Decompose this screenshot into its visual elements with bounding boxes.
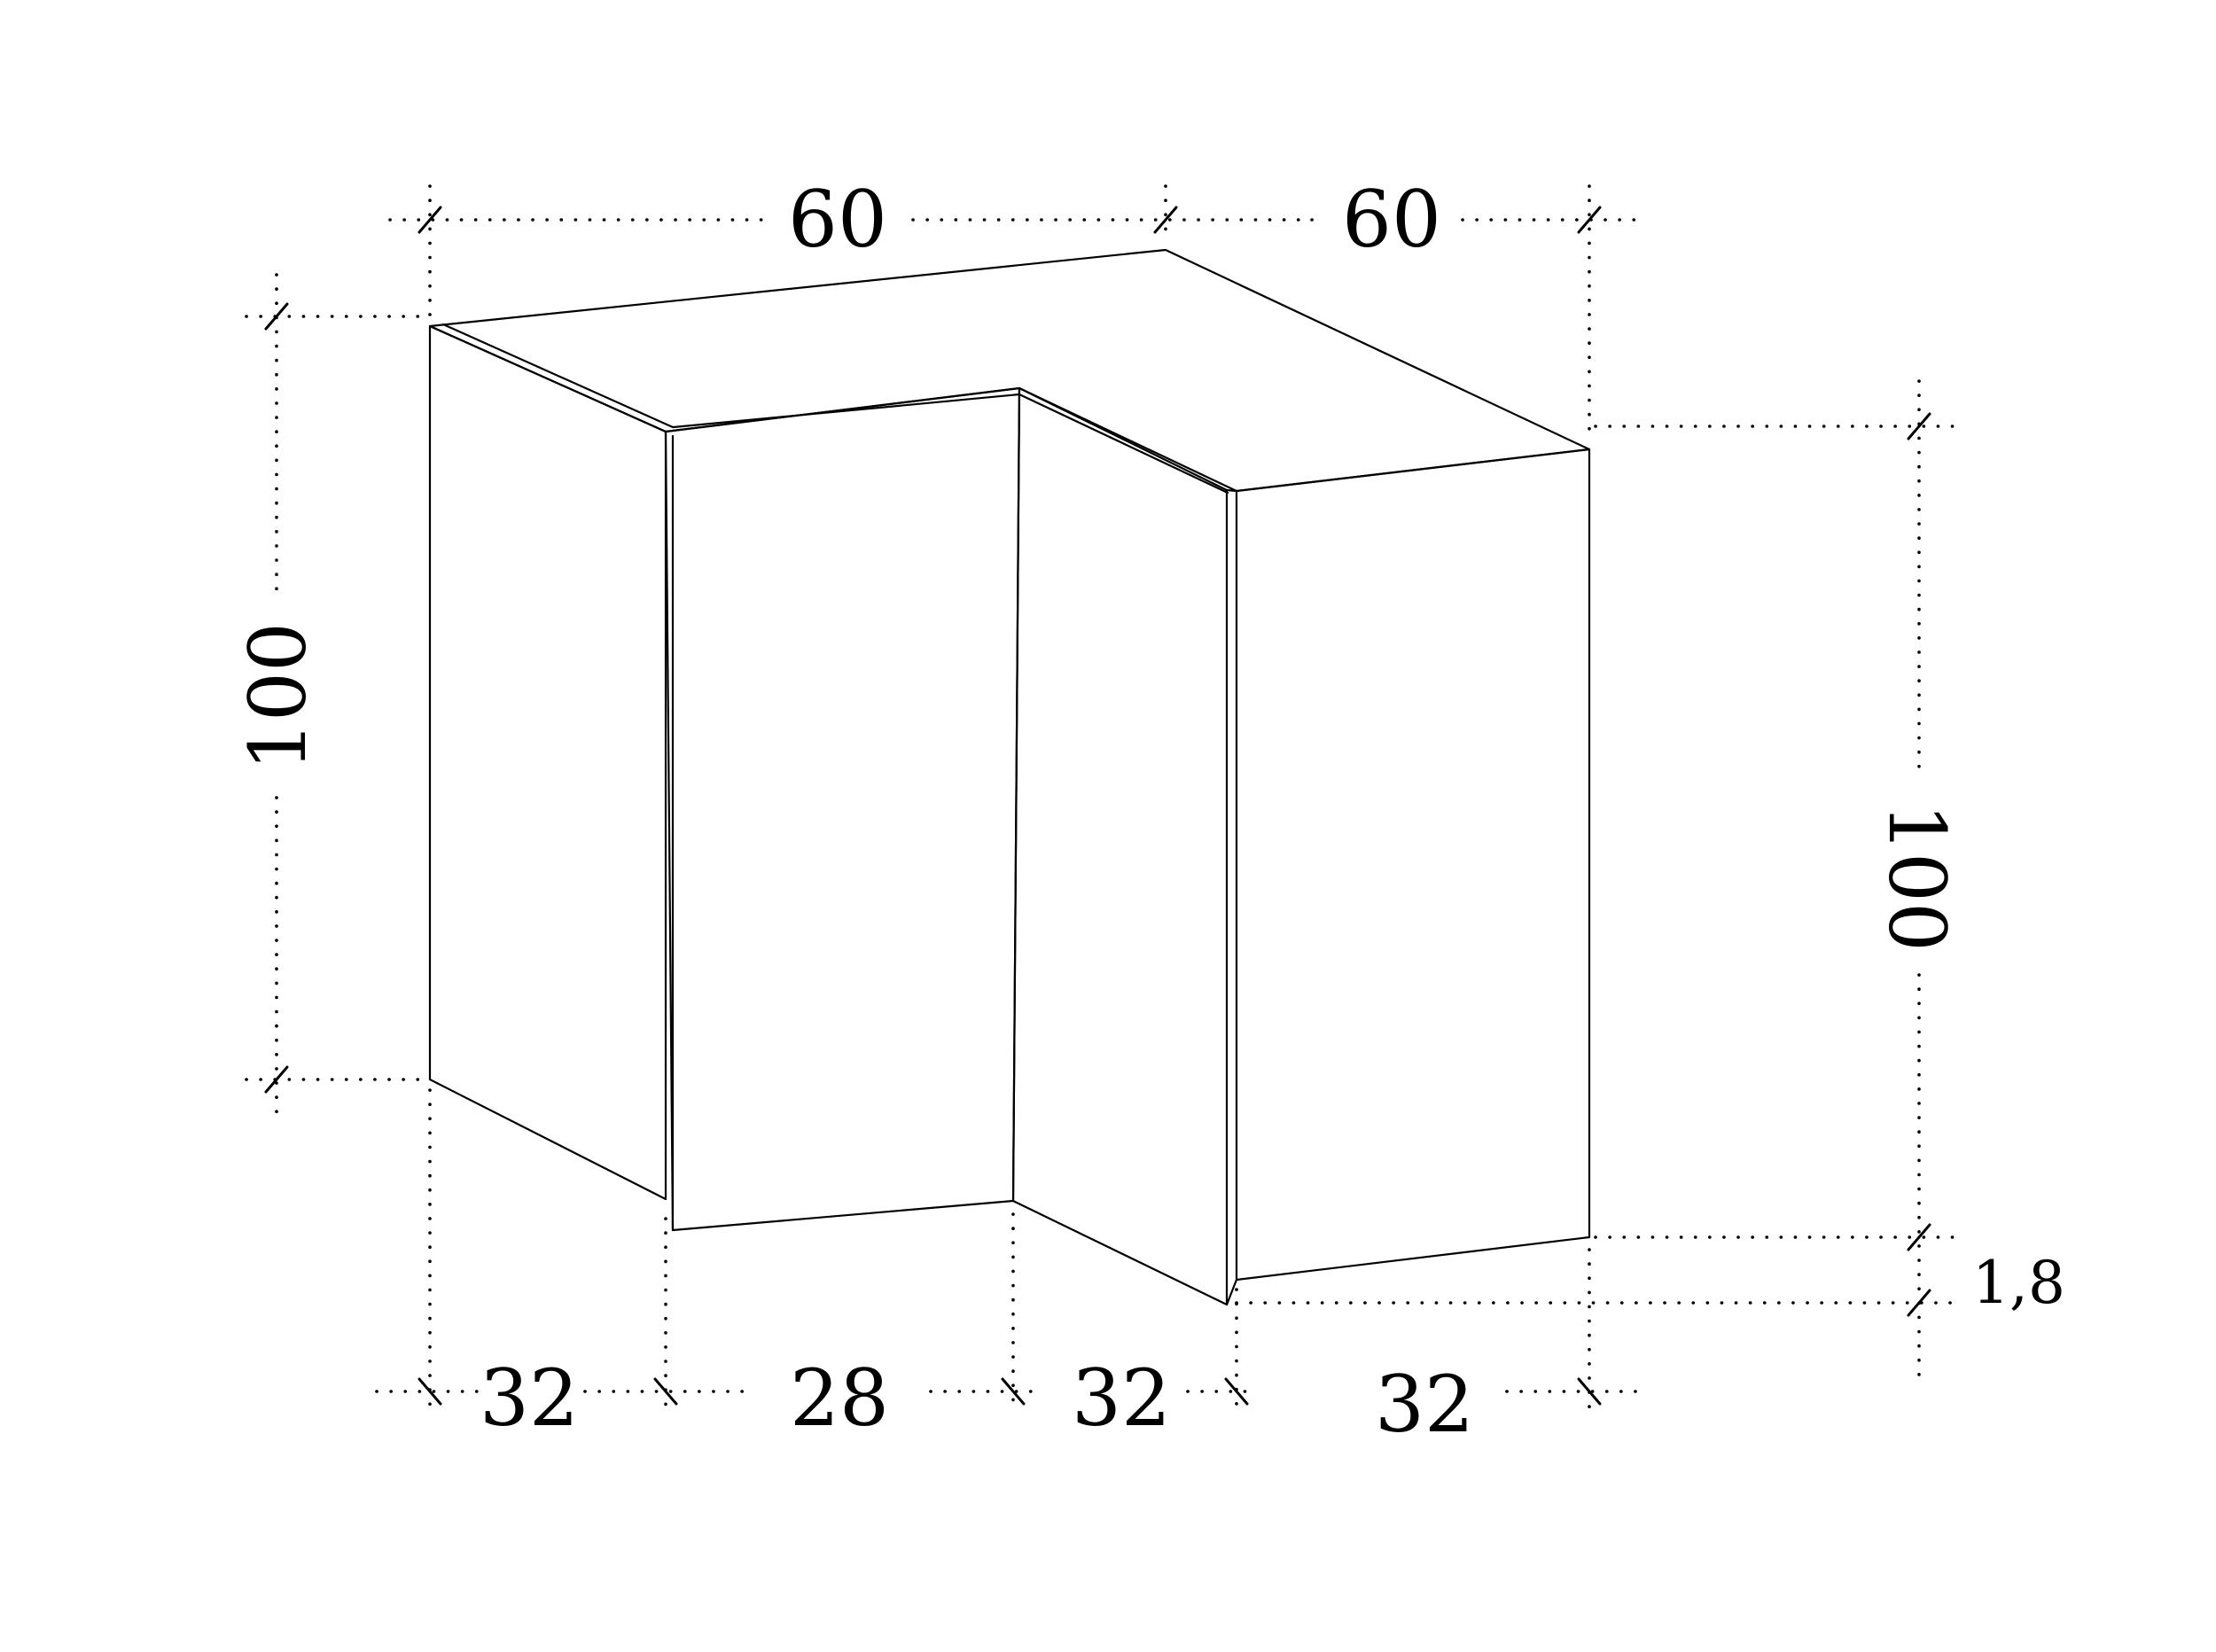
right-door-base [1225, 1278, 1238, 1306]
cabinet-left-door [664, 386, 1021, 1232]
cabinet-left-side [428, 324, 667, 1201]
dim-thickness: 1,8 [1972, 1249, 2065, 1317]
dim-bottom-4: 32 [1375, 1359, 1474, 1450]
dim-left-height: 100 [232, 622, 324, 771]
right-door-edge [1225, 488, 1238, 493]
dim-top-left-width: 60 [788, 174, 887, 265]
dim-bottom-1: 32 [480, 1352, 579, 1444]
cabinet-top [428, 248, 1591, 493]
cabinet-inner-corner [1011, 386, 1229, 1306]
cabinet-outline [428, 248, 1591, 1306]
dim-bottom-2: 28 [790, 1352, 889, 1444]
dimension-ticks [264, 206, 1931, 1406]
dim-bottom-3: 32 [1072, 1352, 1171, 1444]
cabinet-right-door [1235, 448, 1591, 1282]
cabinet-top-edge [441, 323, 1229, 495]
dim-right-height: 100 [1871, 803, 1962, 952]
dimension-lines [245, 184, 1965, 1415]
dim-top-right-width: 60 [1342, 174, 1441, 265]
